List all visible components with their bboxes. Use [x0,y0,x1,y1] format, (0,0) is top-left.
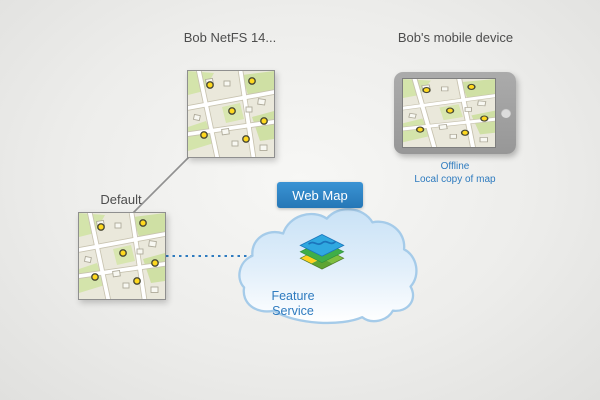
bob-netfs-map-thumbnail [187,70,275,158]
tablet-screen-map [403,79,495,147]
version-branch-line [132,156,190,214]
map-thumbnail-icon [188,71,274,157]
offline-status-label: Offline [440,161,470,172]
default-version-label: Default [100,192,142,207]
layers-stack-icon [293,228,351,287]
tablet-icon [394,72,516,154]
home-button-icon [501,108,511,118]
mobile-device-label: Bob's mobile device [397,30,514,45]
local-copy-label: Local copy of map [414,174,496,185]
web-map-label: Web Map [292,187,348,203]
map-thumbnail-icon [79,213,165,299]
feature-service-label: Feature Service [271,289,315,318]
map-thumbnail-icon [403,79,495,147]
bob-netfs-label: Bob NetFS 14... [183,30,277,45]
web-map-banner: Web Map [277,182,363,208]
default-map-thumbnail [78,212,166,300]
